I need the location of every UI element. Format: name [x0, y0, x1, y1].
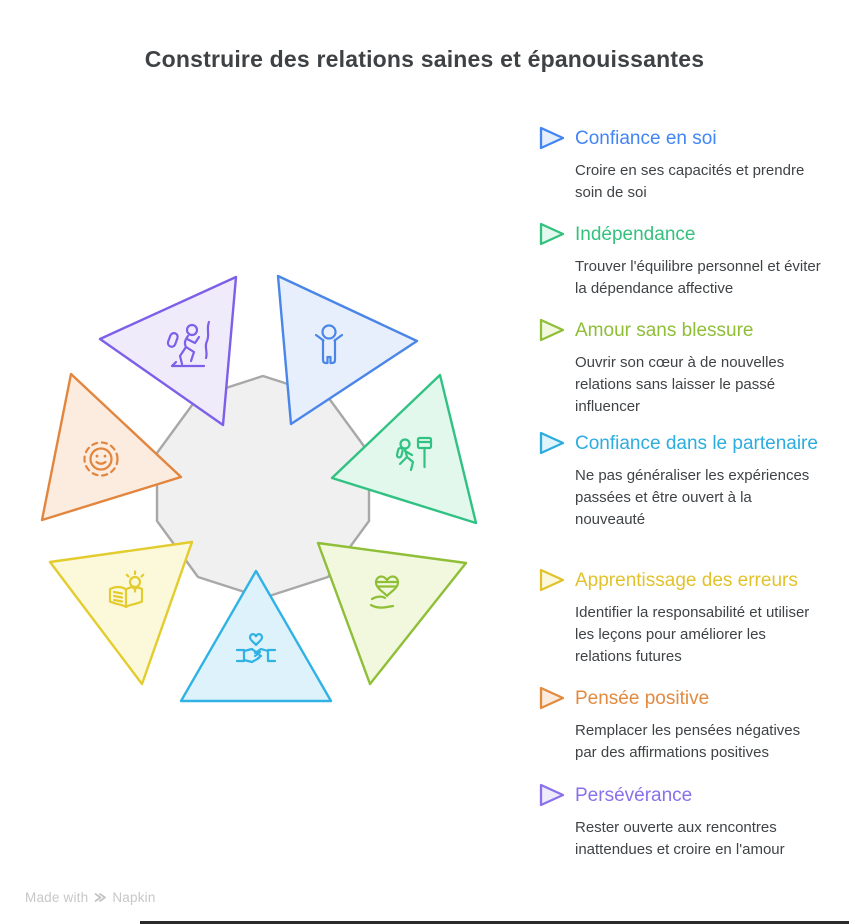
legend-item-independance: Indépendance Trouver l'équilibre personn…	[537, 221, 825, 300]
legend-title: Apprentissage des erreurs	[575, 570, 798, 591]
watermark-prefix: Made with	[25, 890, 89, 905]
legend-title: Pensée positive	[575, 688, 710, 709]
book-lightbulb-icon	[108, 570, 145, 609]
triangle-perseverance	[98, 275, 238, 427]
legend-title: Confiance en soi	[575, 128, 717, 149]
triangle-apprentissage-erreurs	[48, 540, 194, 686]
legend-title: Confiance dans le partenaire	[575, 433, 818, 454]
legend-description: Remplacer les pensées négatives par des …	[575, 722, 801, 761]
legend-item-amour-sans-blessure: Amour sans blessure Ouvrir son cœur à de…	[537, 317, 825, 418]
legend-item-pensee-positive: Pensée positive Remplacer les pensées né…	[537, 685, 825, 764]
triangle-confiance-en-soi	[276, 274, 419, 426]
arrow-right-icon	[539, 318, 565, 342]
made-with-napkin-watermark: Made with Napkin	[25, 890, 156, 905]
cheering-person-icon	[314, 324, 344, 365]
legend-item-confiance-partenaire: Confiance dans le partenaire Ne pas géné…	[537, 430, 825, 531]
legend-text: Amour sans blessure Ouvrir son cœur à de…	[575, 317, 825, 418]
legend-text: Confiance en soi Croire en ses capacités…	[575, 125, 825, 204]
handshake-heart-icon	[235, 633, 277, 664]
legend-description: Trouver l'équilibre personnel et éviter …	[575, 258, 821, 297]
legend-title: Indépendance	[575, 224, 696, 245]
page-title: Construire des relations saines et épano…	[144, 46, 705, 72]
arrow-right-icon	[539, 783, 565, 807]
legend-text: Persévérance Rester ouverte aux rencontr…	[575, 782, 825, 861]
legend-text: Apprentissage des erreurs Identifier la …	[575, 567, 825, 668]
smiley-face-icon	[83, 441, 119, 477]
legend-title: Amour sans blessure	[575, 320, 754, 341]
legend-description: Croire en ses capacités et prendre soin …	[575, 162, 805, 201]
arrow-right-icon	[539, 686, 565, 710]
legend-description: Ouvrir son cœur à de nouvelles relations…	[575, 354, 785, 415]
legend-list: Confiance en soi Croire en ses capacités…	[537, 0, 837, 924]
legend-title: Persévérance	[575, 785, 693, 806]
legend-description: Ne pas généraliser les expériences passé…	[575, 467, 810, 528]
legend-item-apprentissage-erreurs: Apprentissage des erreurs Identifier la …	[537, 567, 825, 668]
legend-description: Identifier la responsabilité et utiliser…	[575, 604, 810, 665]
bandaged-heart-icon	[369, 575, 400, 609]
arrow-right-icon	[539, 126, 565, 150]
walking-to-exit-icon	[395, 436, 433, 472]
legend-description: Rester ouverte aux rencontres inattendue…	[575, 819, 785, 858]
arrow-right-icon	[539, 222, 565, 246]
arrow-right-icon	[539, 568, 565, 592]
triangle-amour-sans-blessure	[316, 541, 468, 686]
legend-text: Confiance dans le partenaire Ne pas géné…	[575, 430, 825, 531]
legend-text: Indépendance Trouver l'équilibre personn…	[575, 221, 825, 300]
climbing-person-icon	[166, 320, 211, 368]
arrow-right-icon	[539, 431, 565, 455]
legend-text: Pensée positive Remplacer les pensées né…	[575, 685, 825, 764]
legend-item-confiance-en-soi: Confiance en soi Croire en ses capacités…	[537, 125, 825, 204]
bottom-edge-line	[140, 921, 849, 924]
legend-item-perseverance: Persévérance Rester ouverte aux rencontr…	[537, 782, 825, 861]
napkin-logo-icon	[94, 893, 107, 902]
watermark-brand: Napkin	[112, 890, 156, 905]
